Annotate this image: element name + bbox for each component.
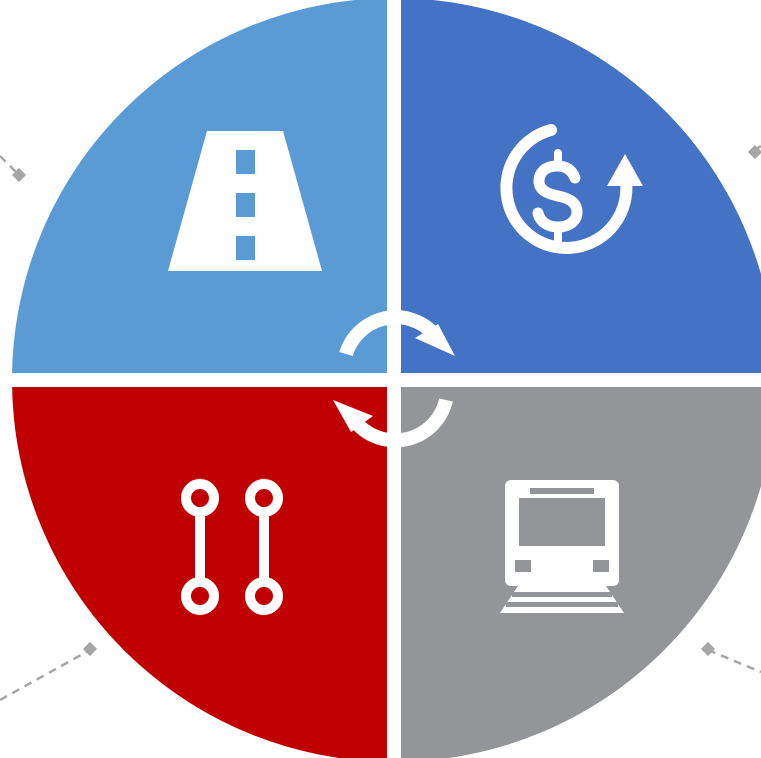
connector-bottom-left [0, 648, 91, 702]
connector-bottom-right [707, 648, 761, 674]
dollar-cycle-icon [500, 124, 643, 254]
cycle-arrowheads [333, 324, 455, 432]
route-connection-icon [181, 479, 283, 615]
road-icon [168, 131, 322, 271]
quadrant-funding [394, 0, 761, 380]
connector-top-left [0, 155, 21, 177]
cycle-arrows-icon [339, 310, 453, 448]
train-icon [500, 480, 624, 613]
